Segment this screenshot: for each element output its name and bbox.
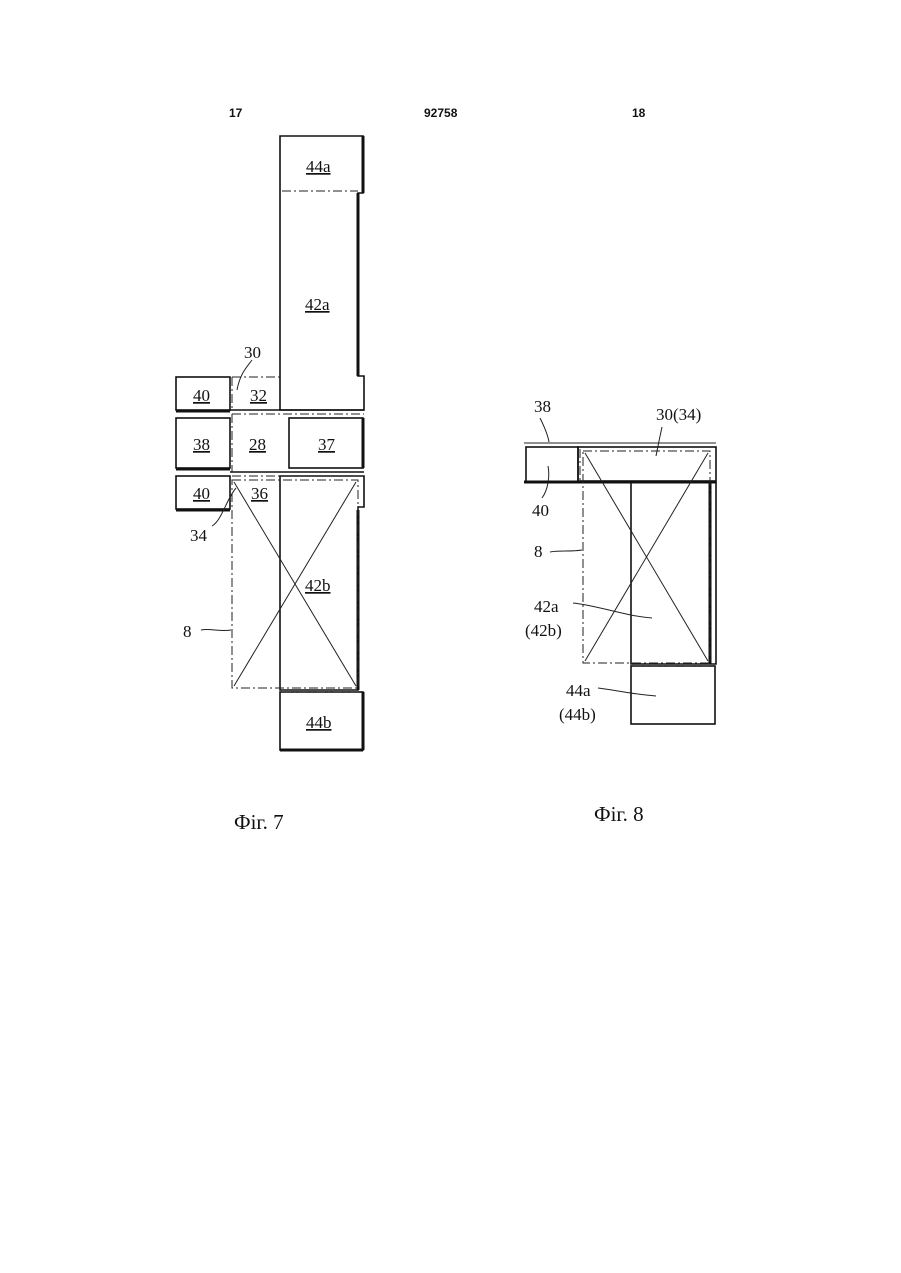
fig7-caption: Фiг. 7 bbox=[234, 810, 284, 834]
fig8-column-42a bbox=[631, 482, 716, 664]
fig7-label-42b: 42b bbox=[305, 576, 331, 595]
fig8-label-40: 40 bbox=[532, 501, 549, 520]
figure-7: 44a 42a 30 40 32 38 28 37 40 36 34 42b 8… bbox=[176, 136, 364, 834]
fig8-caption: Фiг. 8 bbox=[594, 802, 644, 826]
fig7-label-37: 37 bbox=[318, 435, 336, 454]
fig8-label-8: 8 bbox=[534, 542, 543, 561]
fig7-label-30: 30 bbox=[244, 343, 261, 362]
fig7-label-32: 32 bbox=[250, 386, 267, 405]
fig7-label-40-top: 40 bbox=[193, 386, 210, 405]
fig8-label-30-34: 30(34) bbox=[656, 405, 701, 424]
fig8-label-42a: 42a bbox=[534, 597, 559, 616]
fig7-label-8: 8 bbox=[183, 622, 192, 641]
fig8-label-44b: (44b) bbox=[559, 705, 596, 724]
fig7-label-44a: 44a bbox=[306, 157, 331, 176]
fig7-label-44b: 44b bbox=[306, 713, 332, 732]
fig7-label-40-bottom: 40 bbox=[193, 484, 210, 503]
fig8-label-44a: 44a bbox=[566, 681, 591, 700]
figure-8: 38 30(34) 40 8 42a (42b) 44a (44b) Фiг. … bbox=[524, 397, 716, 826]
fig7-label-38: 38 bbox=[193, 435, 210, 454]
fig7-label-28: 28 bbox=[249, 435, 266, 454]
fig7-label-42a: 42a bbox=[305, 295, 330, 314]
fig8-label-42b: (42b) bbox=[525, 621, 562, 640]
fig8-block-40 bbox=[526, 447, 578, 482]
fig7-label-36: 36 bbox=[251, 484, 268, 503]
fig8-label-38: 38 bbox=[534, 397, 551, 416]
fig7-label-34: 34 bbox=[190, 526, 208, 545]
fig7-upper-column bbox=[280, 136, 364, 410]
